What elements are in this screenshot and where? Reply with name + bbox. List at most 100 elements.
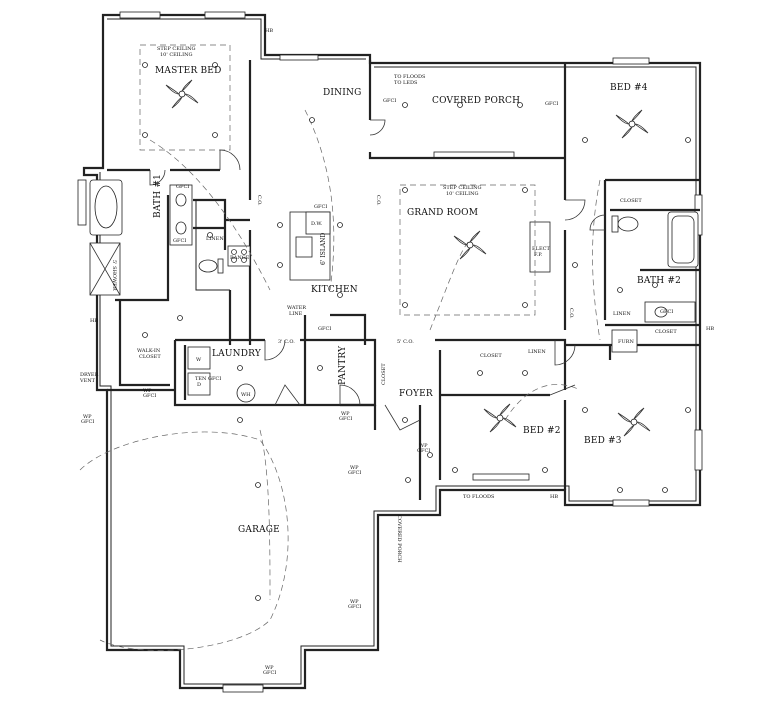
- island-label: 6' ISLAND: [320, 233, 327, 265]
- co-label-kitchen: 3' C.O.: [278, 339, 295, 345]
- closet-label-bed2: CLOSET: [480, 353, 502, 359]
- fan-icon: [165, 79, 199, 109]
- light-icon: [662, 487, 668, 493]
- light-icon: [522, 187, 528, 193]
- interior-walls: [107, 60, 700, 500]
- wp-label: WP: [83, 414, 92, 420]
- fan-icon: [615, 109, 649, 139]
- light-icon: [309, 117, 315, 123]
- ten-gfci-label: TEN GFCI: [195, 376, 221, 382]
- light-icon: [457, 102, 463, 108]
- notes: STEP CEILING 10' CEILING STEP CEILING 10…: [79, 28, 714, 676]
- room-label-kitchen: KITCHEN: [311, 285, 358, 295]
- room-label-dining: DINING: [323, 88, 361, 98]
- wp-gfci-label: GFCI: [348, 604, 361, 610]
- windows: [77, 11, 703, 693]
- co-label-foyer: 5' C.O.: [397, 339, 414, 345]
- gfci-label: GFCI: [314, 204, 327, 210]
- doors: [149, 119, 606, 431]
- light-icon: [517, 102, 523, 108]
- room-label-covered-porch: COVERED PORCH: [432, 96, 520, 106]
- wp-label: WP: [143, 388, 152, 394]
- dishwasher-label: D.W.: [311, 221, 323, 227]
- covered-porch-front-label: COVERED PORCH: [396, 515, 402, 563]
- fan-icon: [617, 407, 651, 437]
- step-ceiling-master-1: STEP CEILING: [157, 46, 195, 52]
- light-icon: [427, 452, 433, 458]
- fan-icon: [483, 403, 517, 433]
- linen-label-bath2: LINEN: [613, 311, 631, 317]
- hose-bib-label: HB: [90, 318, 98, 324]
- gfci-label: GFCI: [660, 309, 673, 315]
- room-label-master-bed: MASTER BED: [155, 66, 222, 76]
- wp-label: WP: [350, 599, 359, 605]
- light-icon: [277, 262, 283, 268]
- gfci-label: GFCI: [383, 98, 396, 104]
- light-icon: [402, 187, 408, 193]
- ceiling-fans: [165, 79, 651, 437]
- room-label-foyer: FOYER: [399, 389, 433, 399]
- to-floods-leds-1: TO FLOODS: [394, 74, 426, 80]
- light-icon: [452, 467, 458, 473]
- wp-label: WP: [419, 443, 428, 449]
- wp-gfci-label: GFCI: [348, 470, 361, 476]
- wp-gfci-label: GFCI: [417, 448, 430, 454]
- wp-label: WP: [265, 665, 274, 671]
- walk-in-closet-label-2: CLOSET: [139, 354, 161, 360]
- room-label-bed4: BED #4: [610, 83, 648, 93]
- room-label-garage: GARAGE: [238, 525, 280, 535]
- light-icon: [522, 302, 528, 308]
- light-icon: [542, 467, 548, 473]
- light-icon: [685, 137, 691, 143]
- elect-fp-label-2: F.P.: [534, 252, 543, 258]
- fan-icon: [453, 230, 487, 260]
- light-icon: [337, 292, 343, 298]
- room-label-pantry: PANTRY: [338, 345, 348, 385]
- light-icon: [317, 365, 323, 371]
- wp-gfci-label: GFCI: [143, 393, 156, 399]
- gfci-label: GFCI: [545, 101, 558, 107]
- hose-bib-label: HB: [265, 28, 273, 34]
- washer-label: W: [196, 357, 202, 363]
- wp-label: WP: [350, 465, 359, 471]
- light-icon: [405, 477, 411, 483]
- water-line-label-2: LINE: [289, 311, 303, 317]
- light-icon: [142, 332, 148, 338]
- dryer-vent-label-1: DRYER: [80, 372, 99, 378]
- gfci-label: GFCI: [176, 184, 189, 190]
- room-labels: MASTER BED DINING COVERED PORCH BED #4 G…: [153, 66, 681, 563]
- wp-label: WP: [341, 411, 350, 417]
- step-ceiling-grand-2: 10' CEILING: [446, 191, 478, 197]
- gfci-label: GFCI: [173, 238, 186, 244]
- light-icon: [652, 282, 658, 288]
- room-label-laundry: LAUNDRY: [212, 349, 262, 359]
- linen-label-bath1: LINEN: [206, 236, 224, 242]
- room-label-bed2: BED #2: [523, 426, 561, 436]
- closet-label-bed4: CLOSET: [620, 198, 642, 204]
- wp-gfci-label: GFCI: [263, 670, 276, 676]
- dryer-label: D: [197, 382, 201, 388]
- light-icon: [277, 222, 283, 228]
- room-label-bath2: BATH #2: [637, 276, 681, 286]
- wp-gfci-label: GFCI: [81, 419, 94, 425]
- shower-label: 5' SHOWER: [111, 260, 117, 291]
- furnace-label: FURN: [618, 339, 634, 345]
- co-label-dining: C.O.: [256, 195, 262, 206]
- closet-label-foyer: CLOSET: [381, 363, 387, 385]
- co-label-bed4: C.O.: [568, 308, 574, 319]
- gfci-label: GFCI: [318, 326, 331, 332]
- light-icon: [255, 482, 261, 488]
- light-icon: [582, 137, 588, 143]
- light-icon: [402, 302, 408, 308]
- light-icon: [212, 62, 218, 68]
- elect-fp-label-1: ELECT: [532, 246, 550, 252]
- light-icon: [212, 132, 218, 138]
- light-icon: [237, 365, 243, 371]
- light-icon: [522, 370, 528, 376]
- closet-label-bed3: CLOSET: [655, 329, 677, 335]
- light-icon: [142, 132, 148, 138]
- light-icon: [177, 315, 183, 321]
- exterior-walls: [82, 13, 702, 690]
- light-icon: [142, 62, 148, 68]
- water-line-label-1: WATER: [287, 305, 306, 311]
